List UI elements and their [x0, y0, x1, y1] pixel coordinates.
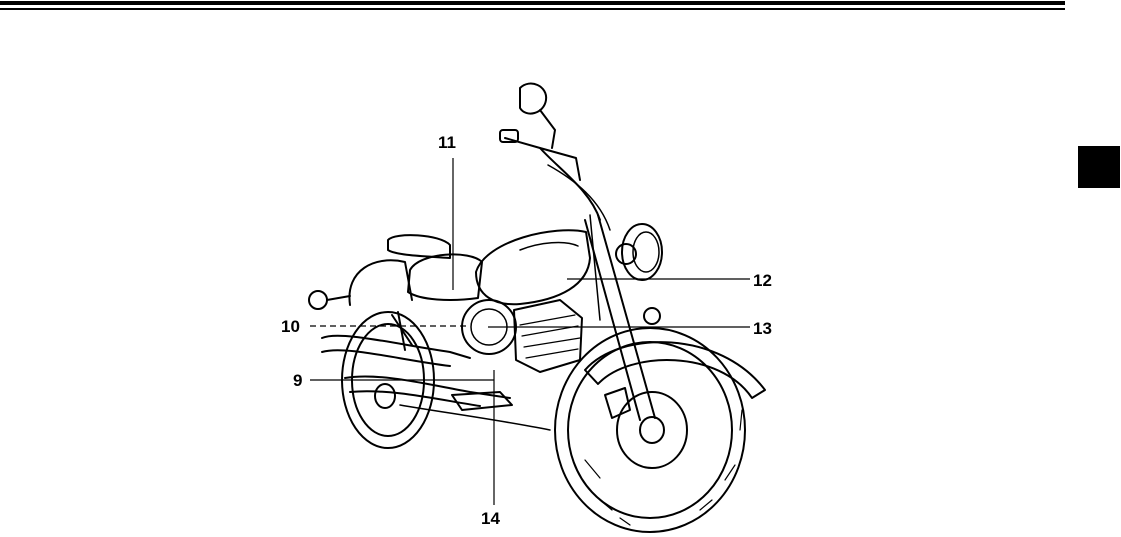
callout-9: 9 — [293, 371, 302, 391]
callout-11: 11 — [438, 133, 456, 153]
callout-12: 12 — [753, 271, 772, 291]
main-seat — [408, 254, 482, 300]
handlebar — [505, 138, 580, 180]
leader-lines — [310, 158, 750, 505]
callout-14: 14 — [481, 509, 500, 529]
rear-fender — [349, 260, 412, 305]
callout-10: 10 — [281, 317, 300, 337]
tail-light — [309, 291, 327, 309]
front-fork-right — [598, 215, 655, 418]
callout-13: 13 — [753, 319, 772, 339]
mirror — [520, 84, 546, 114]
fuel-tank — [476, 230, 590, 304]
front-wheel — [555, 328, 745, 532]
